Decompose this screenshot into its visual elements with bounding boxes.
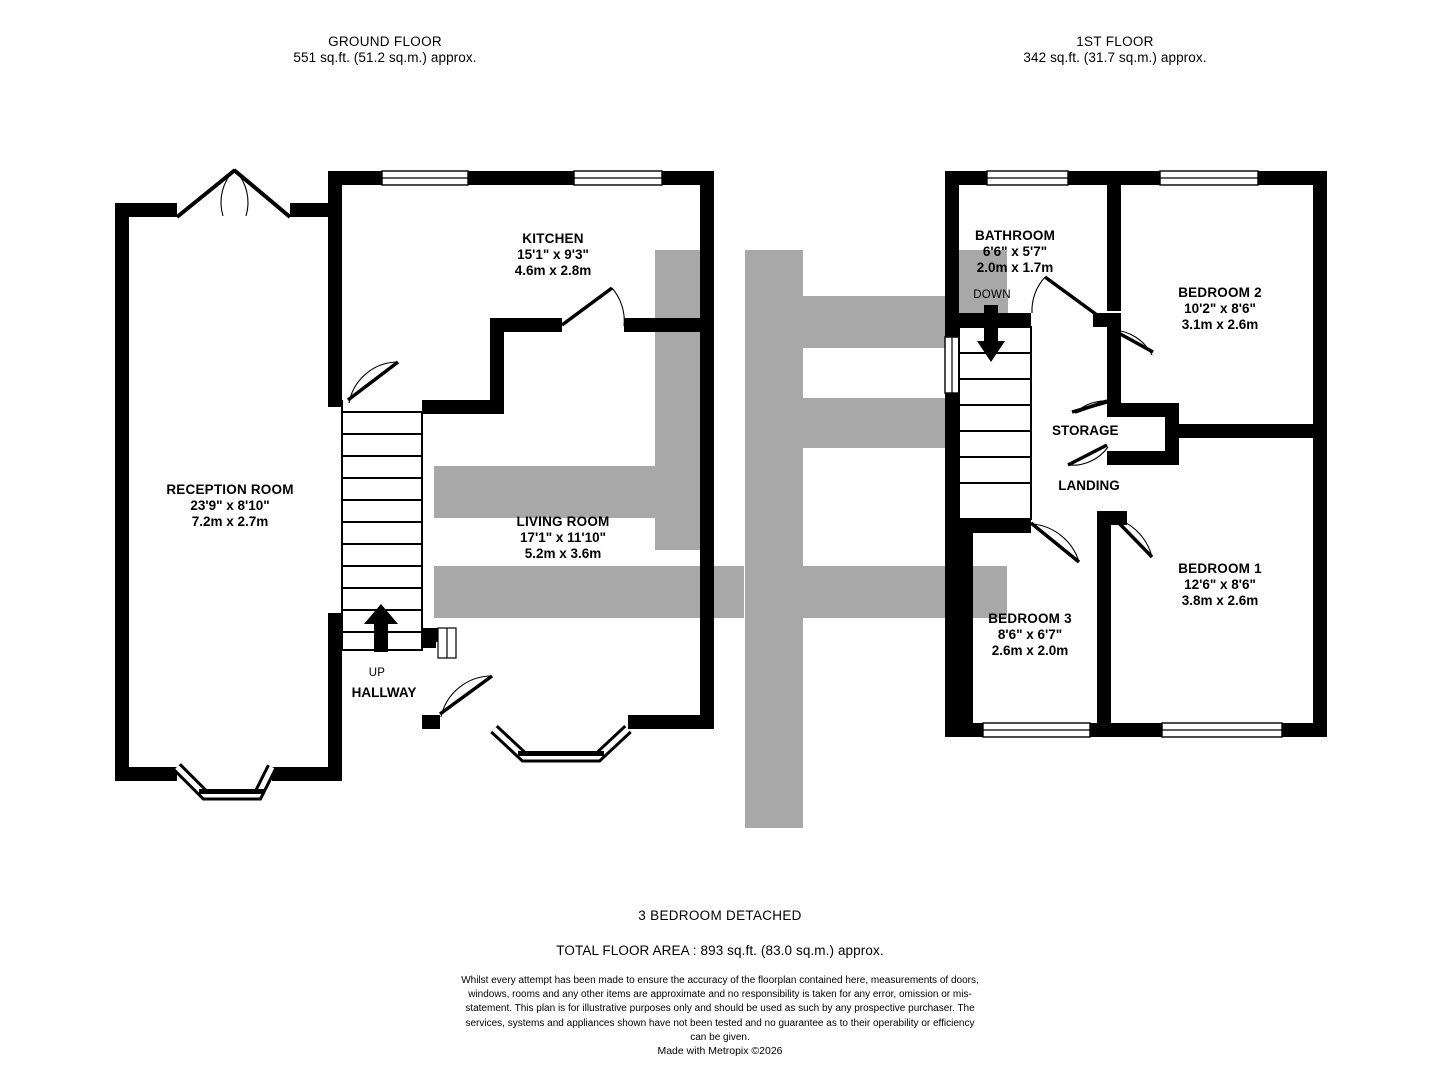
ground-floor-header: GROUND FLOOR 551 sq.ft. (51.2 sq.m.) app… xyxy=(245,34,525,67)
room-name: KITCHEN xyxy=(522,231,584,246)
room-dimension-metric: 2.6m x 2.0m xyxy=(991,642,1069,658)
room-label-hallway: HALLWAY xyxy=(351,685,417,700)
first-floor-area: 342 sq.ft. (31.7 sq.m.) approx. xyxy=(1023,50,1207,66)
up-arrow-icon xyxy=(364,604,398,652)
hallway-window-small xyxy=(437,627,457,659)
room-dimension-imperial: 6'6" x 5'7" xyxy=(982,243,1048,259)
staircase-ground xyxy=(341,411,423,652)
room-dimension-imperial: 15'1" x 9'3" xyxy=(517,246,589,262)
first-floor-window-top-left xyxy=(986,170,1069,186)
bathroom-door xyxy=(1031,275,1099,317)
first-floor-plan xyxy=(944,170,1327,738)
hallway-living-walls xyxy=(422,628,714,729)
property-type: 3 BEDROOM DETACHED xyxy=(638,908,802,923)
down-arrow-icon xyxy=(977,305,1005,362)
room-dimension-imperial: 23'9" x 8'10" xyxy=(190,497,270,513)
room-name: LIVING ROOM xyxy=(516,514,610,529)
staircase-first xyxy=(958,305,1032,520)
room-name: BEDROOM 2 xyxy=(1178,285,1262,300)
room-dimension-imperial: 8'6" x 6'7" xyxy=(997,626,1063,642)
first-floor-outer-walls xyxy=(945,171,1327,737)
footer: 3 BEDROOM DETACHED TOTAL FLOOR AREA : 89… xyxy=(0,908,1440,1057)
reception-room-walls xyxy=(115,171,342,781)
room-label-storage: STORAGE xyxy=(1052,423,1119,438)
room-label-bedroom-3: BEDROOM 3 8'6" x 6'7" 2.6m x 2.0m xyxy=(910,611,1150,658)
room-dimension-imperial: 12'6" x 8'6" xyxy=(1184,576,1256,592)
first-floor-title: 1ST FLOOR xyxy=(1076,34,1154,49)
bedroom3-door xyxy=(1029,521,1081,564)
reception-hall-door xyxy=(346,360,400,404)
storage-door-leaf xyxy=(1071,400,1108,414)
room-dimension-metric: 4.6m x 2.8m xyxy=(514,262,592,278)
first-floor-header: 1ST FLOOR 342 sq.ft. (31.7 sq.m.) approx… xyxy=(975,34,1255,67)
room-name: BEDROOM 1 xyxy=(1178,561,1262,576)
room-dimension-metric: 5.2m x 3.6m xyxy=(524,545,602,561)
room-label-bedroom-1: BEDROOM 1 12'6" x 8'6" 3.8m x 2.6m xyxy=(1100,561,1340,608)
room-dimension-imperial: 10'2" x 8'6" xyxy=(1184,300,1256,316)
room-dimension-metric: 3.1m x 2.6m xyxy=(1181,316,1259,332)
stair-direction-down-label: DOWN xyxy=(973,289,1011,301)
living-bay-window xyxy=(490,724,632,763)
room-label-living-room: LIVING ROOM 17'1" x 11'10" 5.2m x 3.6m xyxy=(443,514,683,561)
room-label-landing: LANDING xyxy=(1058,478,1120,493)
kitchen-window-top-right xyxy=(573,170,663,186)
first-floor-window-bottom-right xyxy=(1161,722,1283,738)
room-label-bedroom-2: BEDROOM 2 10'2" x 8'6" 3.1m x 2.6m xyxy=(1100,285,1340,332)
room-name: RECEPTION ROOM xyxy=(166,482,294,497)
room-label-bathroom: BATHROOM 6'6" x 5'7" 2.0m x 1.7m xyxy=(895,228,1135,275)
room-dimension-metric: 2.0m x 1.7m xyxy=(976,259,1054,275)
first-floor-window-top-right xyxy=(1159,170,1259,186)
first-floor-interior-walls xyxy=(959,171,1327,737)
landing-storage-door xyxy=(1067,443,1109,467)
room-dimension-metric: 7.2m x 2.7m xyxy=(191,513,269,529)
ground-floor-title: GROUND FLOOR xyxy=(328,34,442,49)
ground-floor-plan xyxy=(115,168,714,801)
first-floor-window-left xyxy=(944,336,960,394)
reception-bay-window xyxy=(173,763,277,801)
reception-double-door xyxy=(175,168,292,219)
first-floor-window-bottom-left xyxy=(982,722,1091,738)
disclaimer-text: Whilst every attempt has been made to en… xyxy=(461,975,979,1043)
total-floor-area: TOTAL FLOOR AREA : 893 sq.ft. (83.0 sq.m… xyxy=(556,943,884,958)
room-name: BATHROOM xyxy=(974,228,1056,243)
room-label-reception-room: RECEPTION ROOM 23'9" x 8'10" 7.2m x 2.7m xyxy=(110,482,350,529)
bedroom2-door xyxy=(1112,328,1154,356)
hallway-front-door xyxy=(438,674,494,718)
room-dimension-imperial: 17'1" x 11'10" xyxy=(519,529,607,545)
kitchen-window-top-left xyxy=(381,170,469,186)
room-dimension-metric: 3.8m x 2.6m xyxy=(1181,592,1259,608)
kitchen-door xyxy=(560,286,625,327)
stair-direction-up-label: UP xyxy=(368,667,386,679)
credit-text: Made with Metropix ©2026 xyxy=(657,1044,783,1057)
room-label-kitchen: KITCHEN 15'1" x 9'3" 4.6m x 2.8m xyxy=(433,231,673,278)
room-name: BEDROOM 3 xyxy=(988,611,1072,626)
ground-floor-area: 551 sq.ft. (51.2 sq.m.) approx. xyxy=(293,50,477,66)
bedroom1-door xyxy=(1111,515,1154,559)
kitchen-walls xyxy=(334,171,714,727)
